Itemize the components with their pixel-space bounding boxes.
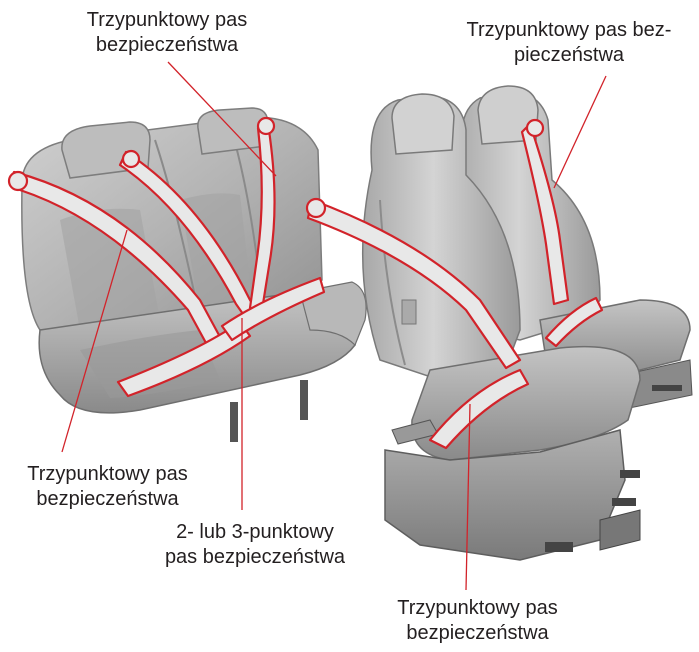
label-line: Trzypunktowy pas <box>360 596 595 621</box>
label-line: Trzypunktowy pas <box>0 462 215 487</box>
label-line: pieczeństwa <box>440 43 698 68</box>
label-three-point-belt-top: Trzypunktowy pas bezpieczeństwa <box>42 8 292 58</box>
label-two-or-three-point-belt: 2- lub 3-punktowy pas bezpieczeństwa <box>135 520 375 570</box>
label-three-point-belt-bottom-left: Trzypunktowy pas bezpieczeństwa <box>0 462 215 512</box>
label-three-point-belt-bottom-right: Trzypunktowy pas bezpieczeństwa <box>360 596 595 646</box>
label-line: bezpieczeństwa <box>42 33 292 58</box>
label-line: pas bezpieczeństwa <box>135 545 375 570</box>
label-line: bezpieczeństwa <box>0 487 215 512</box>
label-three-point-belt-top-right: Trzypunktowy pas bez- pieczeństwa <box>440 18 698 68</box>
label-line: 2- lub 3-punktowy <box>135 520 375 545</box>
leader-top-right <box>554 76 606 188</box>
label-line: Trzypunktowy pas bez- <box>440 18 698 43</box>
label-line: bezpieczeństwa <box>360 621 595 646</box>
label-line: Trzypunktowy pas <box>42 8 292 33</box>
rear-bench <box>22 108 366 442</box>
